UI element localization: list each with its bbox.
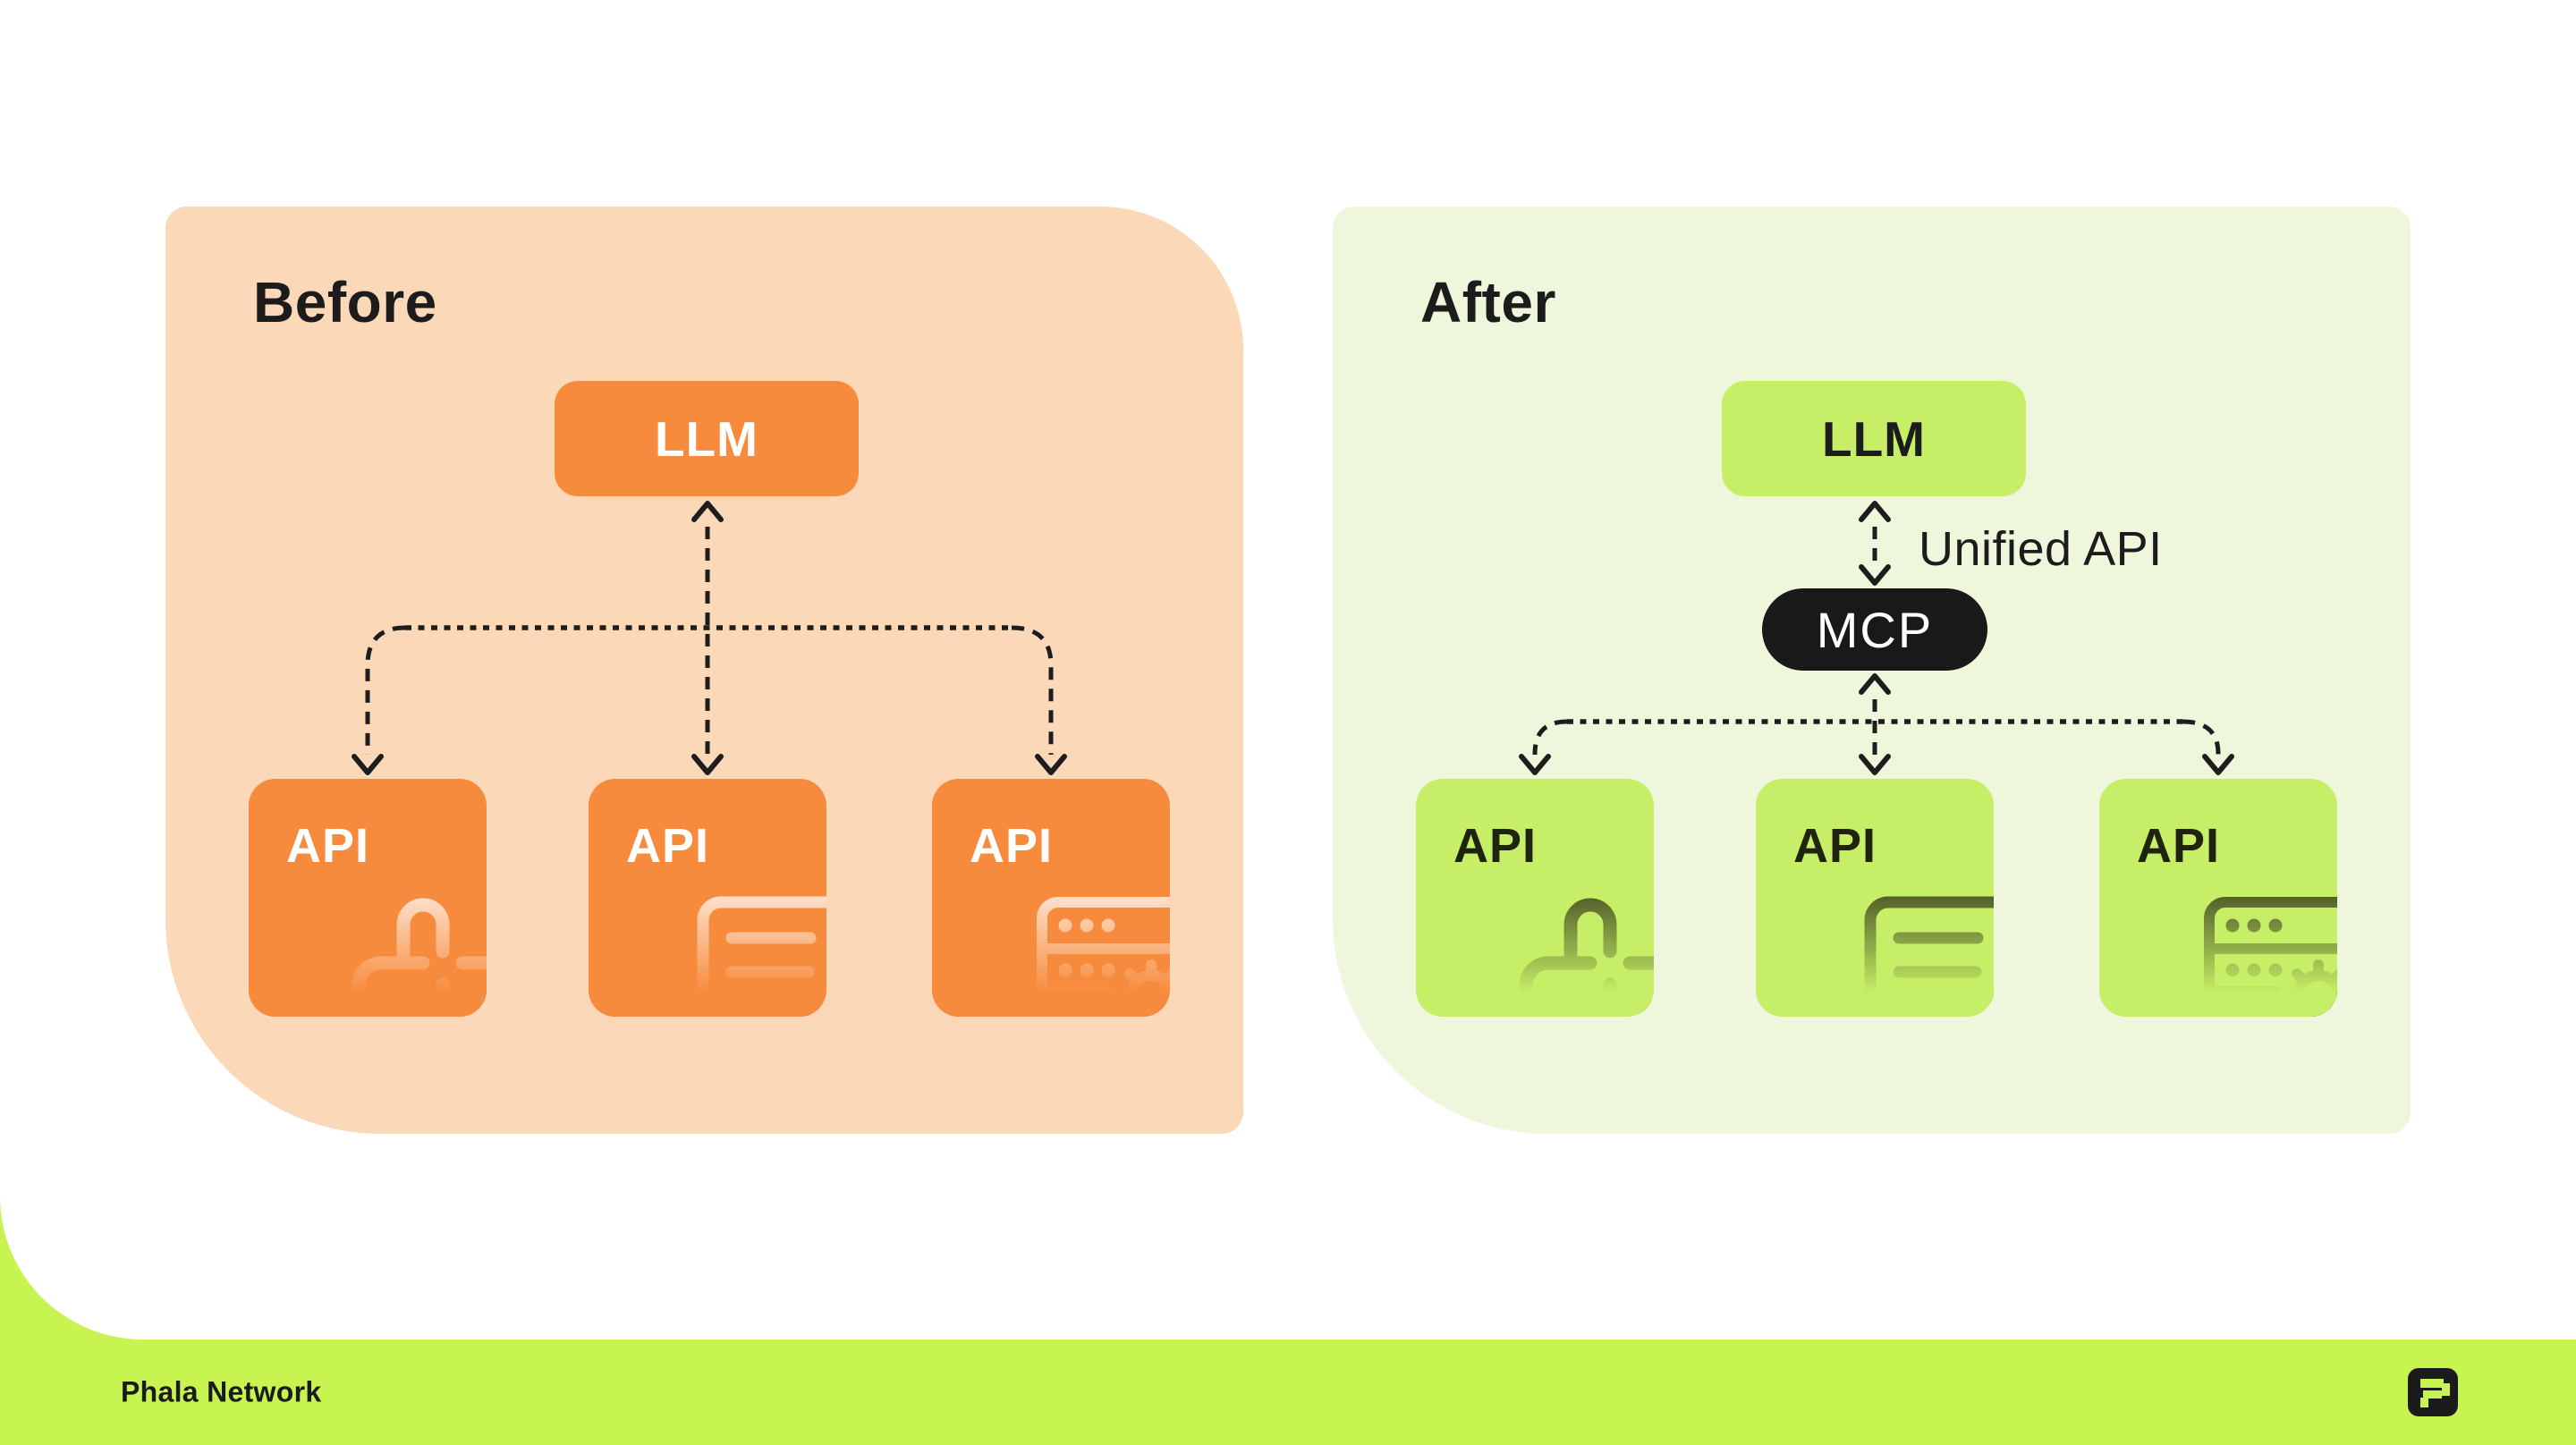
footer: Phala Network — [0, 1339, 2576, 1445]
before-api-box-1: API — [249, 779, 487, 1017]
api-label: API — [2137, 819, 2221, 873]
brand-name: Phala Network — [121, 1375, 322, 1408]
before-llm-box: LLM — [555, 381, 859, 496]
before-panel: Before LLM API — [165, 207, 1243, 1134]
arrow-down-icon — [1519, 754, 1551, 775]
before-api-box-2: API — [589, 779, 826, 1017]
api-label: API — [1793, 819, 1877, 873]
mcp-pill: MCP — [1762, 588, 1987, 671]
arrow-down-icon — [1859, 564, 1891, 586]
after-title: After — [1420, 270, 1556, 334]
api-label: API — [970, 819, 1054, 873]
arrow-down-icon — [1035, 754, 1067, 775]
after-api-box-1: API — [1416, 779, 1654, 1017]
arrow-up-icon — [1859, 673, 1891, 695]
arrow-up-icon — [1859, 501, 1891, 522]
after-panel: After LLM Unified API MCP — [1333, 207, 2411, 1134]
api-label: API — [1453, 819, 1538, 873]
chain-link-icon — [334, 882, 487, 1017]
arrow-down-icon — [1859, 754, 1891, 775]
arrow-up-icon — [691, 501, 724, 522]
after-llm-box: LLM — [1722, 381, 2026, 496]
after-api-box-3: API — [2099, 779, 2337, 1017]
server-gear-icon — [1035, 895, 1170, 1017]
chain-link-icon — [1501, 882, 1654, 1017]
before-title: Before — [253, 270, 437, 334]
document-icon — [1863, 893, 1994, 1017]
document-icon — [696, 893, 826, 1017]
arrow-down-icon — [352, 754, 384, 775]
before-api-box-3: API — [932, 779, 1170, 1017]
mcp-label: MCP — [1816, 601, 1934, 658]
arrow-down-icon — [691, 754, 724, 775]
arrow-down-icon — [2202, 754, 2234, 775]
after-api-box-2: API — [1756, 779, 1994, 1017]
llm-label: LLM — [1821, 410, 1926, 467]
api-label: API — [286, 819, 370, 873]
phala-p-logo-icon — [2408, 1368, 2458, 1416]
server-gear-icon — [2202, 895, 2337, 1017]
api-label: API — [626, 819, 710, 873]
content-area: Before LLM API — [0, 0, 2576, 1339]
unified-api-label: Unified API — [1919, 522, 2163, 576]
llm-label: LLM — [654, 410, 758, 467]
